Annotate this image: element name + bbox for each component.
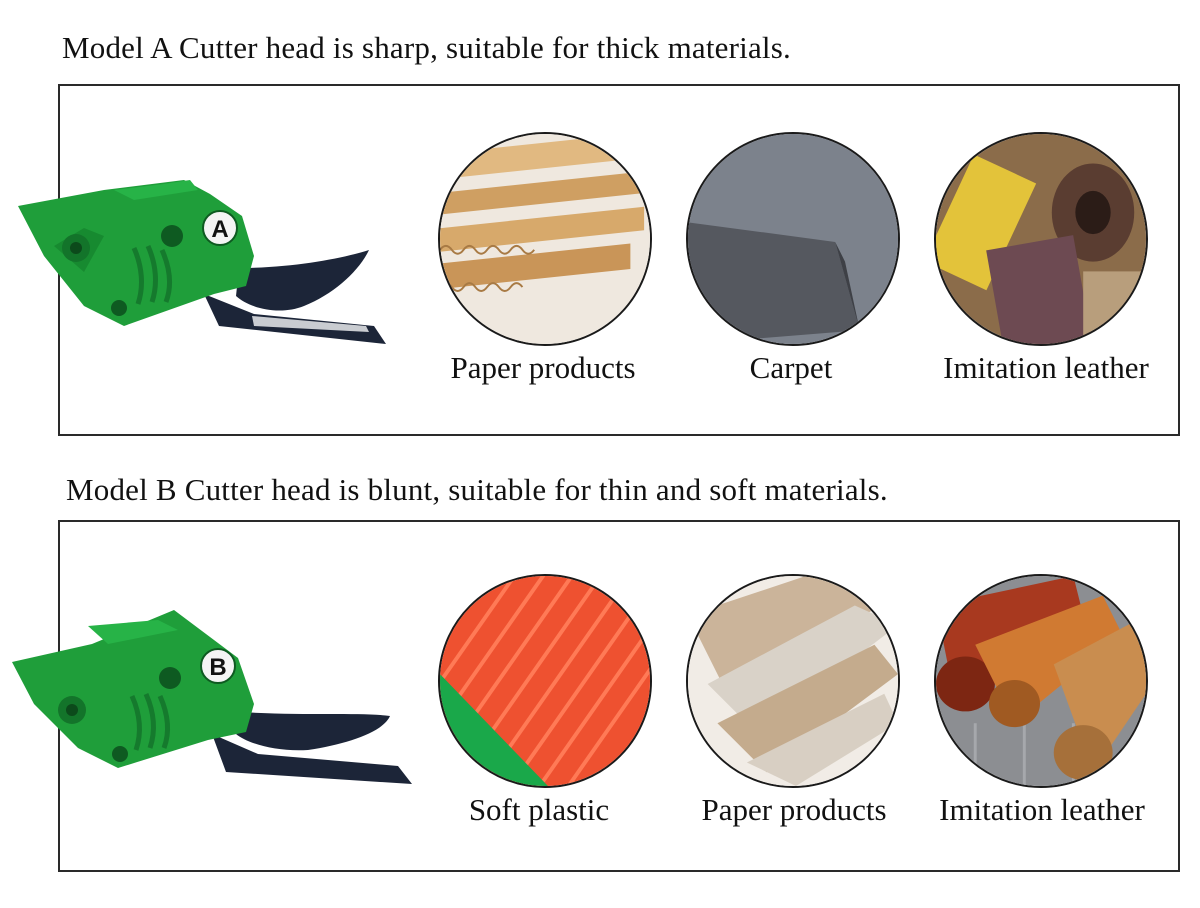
model-a-cutter-head-image: A bbox=[14, 176, 394, 362]
model-b-cutter-head-image: B bbox=[8, 604, 418, 798]
model-b-badge: B bbox=[209, 654, 226, 681]
model-b-material-label-3: Imitation leather bbox=[939, 792, 1145, 827]
model-a-material-label-3: Imitation leather bbox=[943, 350, 1149, 385]
imitation-leather-image-b bbox=[934, 574, 1148, 788]
model-a-badge: A bbox=[211, 216, 228, 243]
model-b-material-label-2: Paper products bbox=[701, 792, 887, 827]
imitation-leather-image-a bbox=[934, 132, 1148, 346]
paper-products-image bbox=[438, 132, 652, 346]
paper-products-image-b bbox=[686, 574, 900, 788]
soft-plastic-image bbox=[438, 574, 652, 788]
model-a-material-label-1: Paper products bbox=[450, 350, 636, 385]
model-b-title: Model B Cutter head is blunt, suitable f… bbox=[66, 472, 888, 507]
model-a-material-label-2: Carpet bbox=[749, 350, 833, 385]
model-b-material-label-1: Soft plastic bbox=[468, 792, 610, 827]
carpet-image bbox=[686, 132, 900, 346]
model-a-title: Model A Cutter head is sharp, suitable f… bbox=[62, 30, 791, 65]
